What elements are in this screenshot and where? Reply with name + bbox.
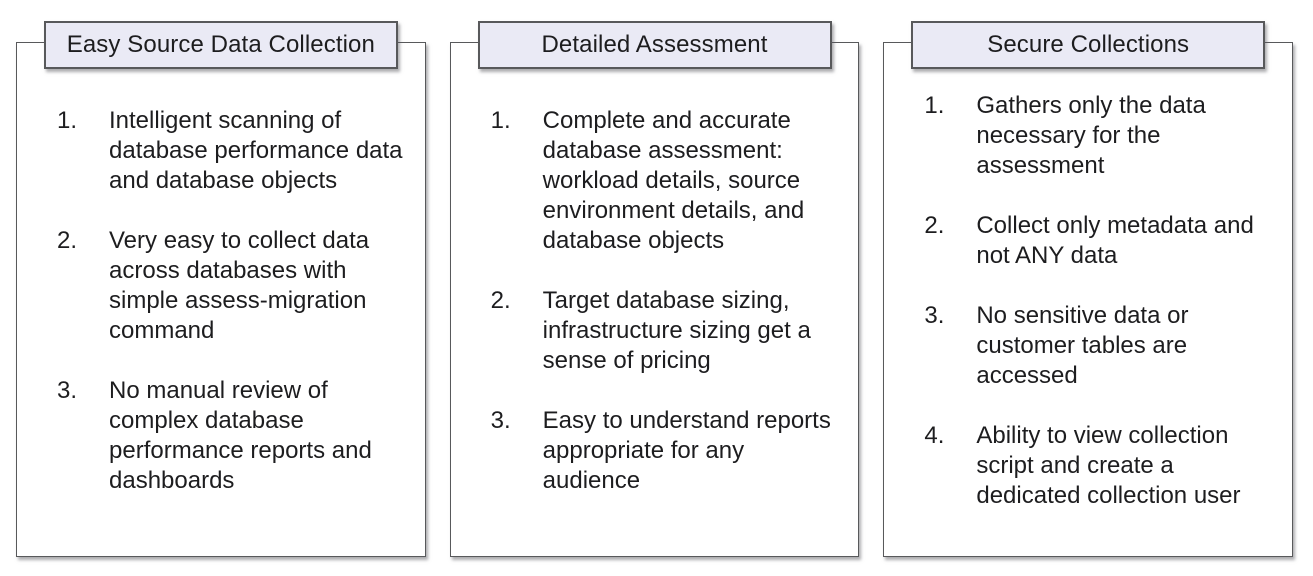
panel-easy-source-data-collection: Easy Source Data Collection 1. Intellige… [16,21,426,557]
list-item-text: Collect only metadata and not ANY data [976,212,1254,269]
panel-body: 1. Gathers only the data necessary for t… [884,43,1292,511]
list-item-text: Easy to understand reports appropriate f… [542,407,831,494]
panel-title-tab: Easy Source Data Collection [43,21,398,69]
list-item-number: 2. [57,227,78,254]
panel-title: Easy Source Data Collection [66,31,375,58]
panel-detailed-assessment: Detailed Assessment 1. Complete and accu… [449,21,860,557]
list-item: 2. Very easy to collect data across data… [57,226,417,346]
list-item-number: 2. [924,212,945,239]
list-item-text: Gathers only the data necessary for the … [976,92,1206,179]
list-item-number: 1. [490,107,511,134]
list-item-text: No manual review of complex database per… [109,377,372,494]
list-item-text: Complete and accurate database assessmen… [542,107,805,254]
list-item: 1. Intelligent scanning of database perf… [57,106,417,196]
list-item: 1. Complete and accurate database assess… [491,106,851,256]
panel-title-tab: Detailed Assessment [477,21,832,69]
panel-body: 1. Complete and accurate database assess… [451,43,859,496]
list-item-text: Very easy to collect data across databas… [109,227,370,344]
list-item-number: 1. [57,107,78,134]
panel-body: 1. Intelligent scanning of database perf… [17,43,425,496]
list-item-text: No sensitive data or customer tables are… [976,302,1189,389]
panel-title: Detailed Assessment [541,31,768,58]
list-item-text: Ability to view collection script and cr… [976,422,1241,509]
list-item-number: 3. [924,302,945,329]
panel-secure-collections: Secure Collections 1. Gathers only the d… [883,21,1294,557]
list-item: 4. Ability to view collection script and… [924,421,1284,511]
list-item-number: 3. [490,407,511,434]
list-item: 2. Target database sizing, infrastructur… [491,286,851,376]
list-item-number: 4. [924,422,945,449]
feature-board: Easy Source Data Collection 1. Intellige… [16,21,1294,557]
list-item-number: 3. [57,377,78,404]
list-item: 3. No sensitive data or customer tables … [924,301,1284,391]
panel-title: Secure Collections [987,31,1190,58]
list-item: 3. No manual review of complex database … [57,376,417,496]
list-item: 2. Collect only metadata and not ANY dat… [924,211,1284,271]
list-item: 3. Easy to understand reports appropriat… [491,406,851,496]
list-item: 1. Gathers only the data necessary for t… [924,91,1284,181]
panel-title-tab: Secure Collections [911,21,1266,69]
list-item-text: Intelligent scanning of database perform… [109,107,403,194]
list-item-number: 2. [490,287,511,314]
list-item-number: 1. [924,92,945,119]
list-item-text: Target database sizing, infrastructure s… [542,287,811,374]
